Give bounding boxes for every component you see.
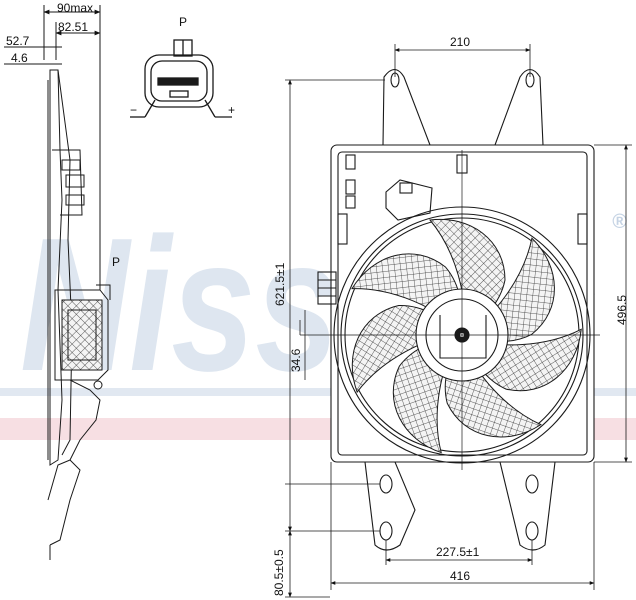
connector-minus: −	[130, 103, 137, 117]
dim-overall-label: 90max	[57, 1, 93, 15]
connector-label: P	[179, 15, 187, 29]
connector-detail	[130, 39, 232, 118]
dim-height-frame-label: 496.5	[615, 295, 629, 325]
dim-bottom-offset-label: 80.5±0.5	[272, 549, 286, 596]
side-view	[4, 5, 111, 560]
dim-hub-offset-label: 34.6	[289, 348, 303, 372]
dim-height-total-label: 621.5±1	[273, 262, 287, 306]
side-connector-label: P	[112, 255, 120, 269]
dim-bottom-mounts-label: 227.5±1	[436, 545, 480, 559]
dim-width-label: 416	[450, 569, 470, 583]
dim-small-label: 4.6	[11, 51, 28, 65]
connector-plus: +	[228, 103, 235, 117]
dim-frame-label: 52.7	[6, 34, 30, 48]
centerlines	[300, 150, 600, 470]
watermark-registered-mark: ®	[612, 211, 627, 233]
dim-top-mounts-label: 210	[450, 35, 470, 49]
front-dimensions	[285, 44, 632, 598]
dim-depth-label: 82.51	[58, 20, 88, 34]
